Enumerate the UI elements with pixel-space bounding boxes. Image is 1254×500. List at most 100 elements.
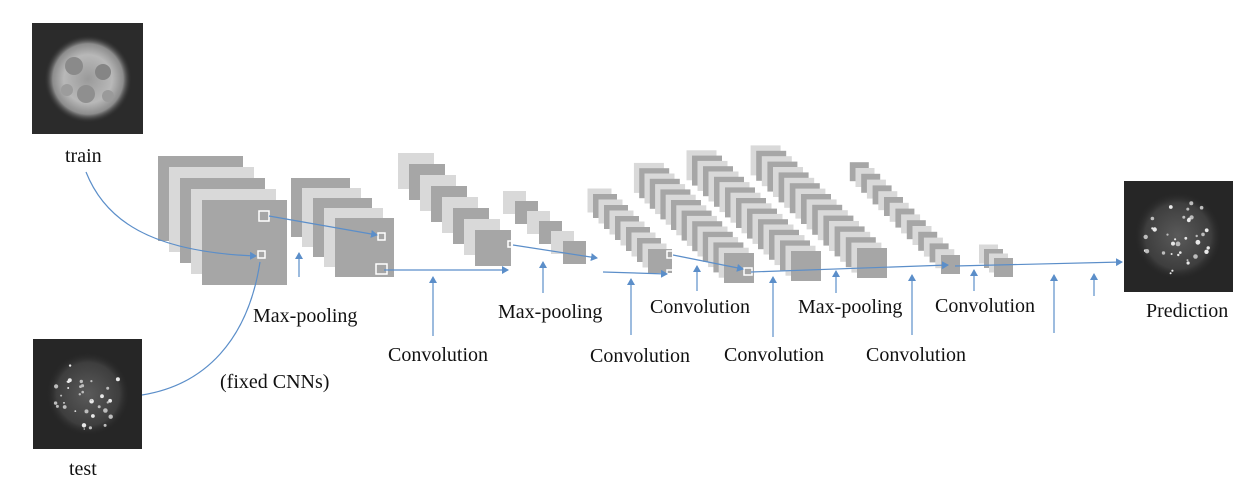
bright-spot bbox=[1206, 246, 1210, 250]
bright-spot bbox=[1171, 241, 1175, 246]
bright-spot bbox=[115, 377, 120, 382]
bright-spot bbox=[1177, 253, 1180, 257]
layer-label-convolution-4: Convolution bbox=[724, 344, 825, 366]
patch-marker bbox=[507, 240, 515, 248]
bright-spot bbox=[1144, 249, 1150, 254]
bright-spot bbox=[1184, 236, 1188, 240]
bright-spot bbox=[74, 410, 77, 412]
bright-spot bbox=[1193, 254, 1198, 259]
layer-label-convolution-6: Convolution bbox=[935, 295, 1036, 317]
bright-spot bbox=[63, 402, 65, 404]
bright-spot bbox=[90, 399, 93, 401]
bright-spot bbox=[55, 404, 59, 408]
bright-spot bbox=[81, 390, 84, 394]
bright-spot bbox=[106, 386, 110, 390]
layer-label-convolution-2: Convolution bbox=[590, 345, 691, 367]
bright-spot bbox=[1186, 259, 1189, 262]
bright-spot bbox=[1204, 228, 1209, 233]
conv-flow-arrow-4 bbox=[750, 261, 949, 273]
feature-map-stack bbox=[398, 153, 511, 266]
bright-spot bbox=[97, 405, 101, 409]
layer-label-max-pooling-3: Max-pooling bbox=[798, 296, 903, 318]
layer-label-convolution-1: Convolution bbox=[388, 344, 489, 366]
bright-spot bbox=[1195, 239, 1201, 245]
feature-map bbox=[563, 241, 586, 264]
prediction-image-spots bbox=[1143, 201, 1210, 275]
bright-spot bbox=[1182, 215, 1186, 219]
bright-spot bbox=[103, 408, 108, 413]
test-flow-curve bbox=[141, 261, 261, 396]
feature-map-stack bbox=[750, 145, 887, 278]
bright-spot bbox=[1170, 253, 1173, 255]
patch-marker bbox=[507, 266, 518, 276]
bright-spot bbox=[1171, 269, 1174, 272]
bright-spot bbox=[1204, 249, 1209, 254]
feature-map-stack bbox=[849, 162, 960, 274]
flow-lines bbox=[85, 171, 1123, 396]
bright-spot bbox=[79, 379, 84, 384]
bright-spot bbox=[108, 398, 112, 403]
feature-map bbox=[202, 200, 287, 285]
bright-spot bbox=[1169, 272, 1172, 275]
bright-spot bbox=[62, 405, 67, 409]
bright-spot bbox=[1175, 241, 1181, 247]
feature-map bbox=[475, 230, 511, 266]
bright-spot bbox=[1189, 201, 1194, 206]
bright-spot bbox=[60, 394, 63, 397]
bright-spot bbox=[90, 380, 93, 383]
feature-map-stack bbox=[633, 162, 754, 283]
bright-spot bbox=[66, 380, 69, 383]
patch-marker bbox=[377, 232, 386, 241]
bright-spot bbox=[1179, 251, 1182, 254]
train-image bbox=[32, 23, 143, 134]
bright-spot bbox=[1195, 234, 1198, 238]
feature-map bbox=[994, 258, 1013, 277]
bright-spot bbox=[81, 423, 87, 428]
bright-spot bbox=[68, 364, 72, 367]
bright-spot bbox=[67, 387, 70, 389]
feature-map-stack bbox=[291, 178, 394, 277]
bright-spot bbox=[100, 394, 104, 399]
feature-map-stack bbox=[587, 188, 672, 273]
pool-flow-arrow-1 bbox=[268, 215, 378, 238]
bright-spot bbox=[1168, 205, 1173, 209]
bright-spot bbox=[1166, 233, 1169, 236]
bright-spot bbox=[1201, 232, 1205, 237]
feature-map bbox=[941, 255, 960, 274]
bright-spot bbox=[1187, 217, 1191, 221]
test-label: test bbox=[69, 458, 97, 480]
bright-spot bbox=[53, 401, 58, 405]
bright-spot bbox=[1199, 205, 1204, 210]
patch-marker bbox=[375, 263, 388, 275]
conv-flow-arrow-3 bbox=[672, 254, 744, 272]
bright-spot bbox=[1150, 216, 1155, 221]
pool-flow-arrow-2 bbox=[512, 244, 598, 262]
test-image-spots bbox=[53, 364, 120, 430]
bright-spot bbox=[89, 398, 94, 404]
test-image bbox=[33, 339, 142, 449]
feature-map-stacks bbox=[158, 145, 1013, 285]
bright-spot bbox=[1152, 227, 1157, 232]
bright-spot bbox=[103, 423, 107, 427]
bright-spot bbox=[78, 393, 82, 396]
prediction-label: Prediction bbox=[1146, 300, 1229, 322]
bright-spot bbox=[54, 384, 59, 389]
bright-spot bbox=[83, 428, 86, 430]
feature-map-stack bbox=[158, 156, 287, 285]
fixed-cnns-label: (fixed CNNs) bbox=[220, 371, 330, 393]
layer-label-convolution-5: Convolution bbox=[866, 344, 967, 366]
bright-spot bbox=[91, 414, 95, 418]
bright-spot bbox=[106, 401, 110, 404]
feature-map bbox=[648, 249, 672, 273]
feature-map-stack bbox=[503, 191, 586, 264]
feature-map-stack bbox=[979, 244, 1013, 277]
bright-spot bbox=[1186, 261, 1190, 265]
bright-spot bbox=[1151, 227, 1154, 230]
feature-map-stack bbox=[686, 150, 821, 281]
bright-spot bbox=[1161, 251, 1166, 255]
train-flow-arrow bbox=[85, 171, 257, 260]
layer-label-max-pooling-2: Max-pooling bbox=[498, 301, 603, 323]
patch-marker bbox=[257, 250, 266, 259]
